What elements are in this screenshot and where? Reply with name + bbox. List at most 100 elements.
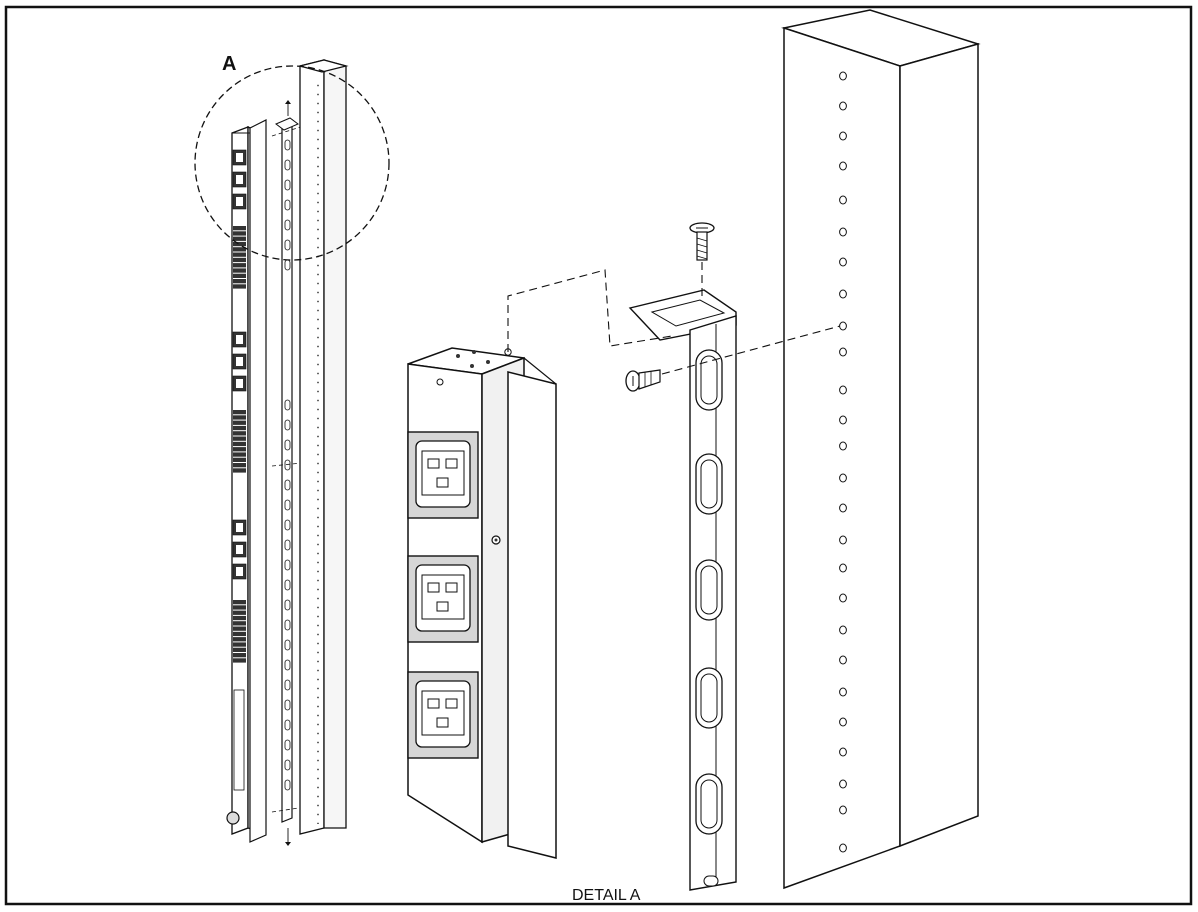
mini-outlet-icon bbox=[233, 236, 246, 241]
rack-hole-icon bbox=[839, 289, 847, 299]
rack-hole-icon bbox=[839, 503, 847, 513]
bracket-slot-icon bbox=[284, 479, 291, 491]
callout-label: A bbox=[222, 53, 236, 75]
bracket-slot-icon bbox=[284, 439, 291, 451]
mount-hole-icon bbox=[456, 354, 460, 358]
mini-outlet-icon bbox=[233, 447, 246, 452]
rack-hole-icon bbox=[839, 415, 847, 425]
mount-hole-icon bbox=[486, 360, 490, 364]
bracket-slot-icon bbox=[284, 139, 291, 151]
rack-hole-icon bbox=[839, 843, 847, 853]
bracket-slot-icon bbox=[284, 219, 291, 231]
bracket-slot-icon bbox=[284, 679, 291, 691]
power-inlet-icon bbox=[226, 811, 240, 825]
bracket-slot-icon bbox=[284, 499, 291, 511]
mini-outlet-icon bbox=[233, 605, 246, 610]
iec-outlet bbox=[407, 431, 479, 519]
rack-hole-icon bbox=[839, 71, 847, 81]
mini-outlet-icon bbox=[233, 415, 246, 420]
bracket-slot-icon bbox=[284, 779, 291, 791]
bracket-slot-icon bbox=[284, 639, 291, 651]
mini-outlet-icon bbox=[233, 263, 246, 268]
iec-outlet bbox=[407, 555, 479, 643]
rack-hole-icon bbox=[839, 593, 847, 603]
detail-assembly: DETAIL A bbox=[407, 9, 981, 904]
rack-hole-icon bbox=[839, 687, 847, 697]
rack-hole-icon bbox=[839, 805, 847, 815]
mounting-bracket-overview bbox=[271, 100, 313, 846]
detail-label: DETAIL A bbox=[572, 887, 641, 904]
bracket-slot-icon bbox=[284, 199, 291, 211]
bracket-slot-icon bbox=[284, 419, 291, 431]
mini-outlet-icon bbox=[233, 431, 246, 436]
detail-callout-circle bbox=[194, 65, 390, 261]
bracket-slot-icon bbox=[284, 739, 291, 751]
bracket-slot-icon bbox=[284, 239, 291, 251]
rack-hole-icon bbox=[839, 321, 847, 331]
mini-outlet-icon bbox=[233, 231, 246, 236]
mount-hole-icon bbox=[470, 364, 474, 368]
rack-post-detail bbox=[781, 9, 981, 890]
mount-hole-icon bbox=[472, 350, 476, 354]
rack-hole-icon bbox=[839, 347, 847, 357]
mini-outlet-icon bbox=[233, 647, 246, 652]
mini-outlet-icon bbox=[233, 626, 246, 631]
mini-outlet-icon bbox=[233, 257, 246, 263]
mini-outlet-icon bbox=[233, 241, 246, 247]
bracket-slot-icon bbox=[284, 179, 291, 191]
mini-outlet-icon bbox=[233, 425, 246, 431]
pdu-side-panel bbox=[507, 371, 557, 859]
bracket-slot-icon bbox=[284, 719, 291, 731]
bracket-slot-icon bbox=[284, 399, 291, 411]
rack-hole-icon bbox=[839, 779, 847, 789]
rack-post-holes bbox=[839, 71, 847, 853]
mini-outlet-icon bbox=[233, 457, 246, 462]
screw-vertical-icon bbox=[689, 222, 715, 261]
overview-assembly: A bbox=[194, 53, 390, 846]
rack-hole-icon bbox=[839, 747, 847, 757]
bracket-slot-icon bbox=[284, 619, 291, 631]
bracket-slot-icon bbox=[284, 599, 291, 611]
bracket-slot-icon bbox=[284, 539, 291, 551]
rack-hole-icon bbox=[839, 131, 847, 141]
mini-outlet-icon bbox=[233, 653, 246, 658]
bracket-slot-icon bbox=[284, 459, 291, 471]
mini-outlet-icon bbox=[233, 420, 246, 425]
back-plate bbox=[249, 119, 267, 843]
rack-hole-icon bbox=[839, 441, 847, 451]
mini-outlet-icon bbox=[233, 410, 246, 415]
rack-hole-icon bbox=[839, 535, 847, 545]
rack-post-side bbox=[899, 43, 979, 848]
bracket-slot-icon bbox=[284, 699, 291, 711]
mini-outlet-icon bbox=[233, 268, 246, 273]
assembly-guide-lines bbox=[507, 262, 841, 375]
bracket-slot-icon bbox=[284, 579, 291, 591]
bracket-slot-icon bbox=[284, 659, 291, 671]
bracket-slot-icon bbox=[284, 759, 291, 771]
rack-hole-icon bbox=[839, 655, 847, 665]
rack-hole-icon bbox=[839, 161, 847, 171]
bracket-slot-icon bbox=[284, 559, 291, 571]
rack-hole-icon bbox=[839, 257, 847, 267]
mini-outlet-icon bbox=[233, 631, 246, 637]
bracket-slots bbox=[695, 349, 723, 887]
mini-outlet-icon bbox=[233, 252, 246, 257]
bracket-slots-overview bbox=[284, 139, 291, 791]
rack-post-front bbox=[783, 26, 901, 890]
bracket-slot-icon bbox=[284, 259, 291, 271]
rack-hole-icon bbox=[839, 717, 847, 727]
diagram-frame bbox=[4, 5, 1193, 906]
bracket-slot-icon bbox=[284, 519, 291, 531]
mini-outlet-icon bbox=[233, 441, 246, 447]
rack-hole-icon bbox=[839, 101, 847, 111]
mini-outlets bbox=[232, 149, 247, 791]
mini-outlet-icon bbox=[233, 658, 246, 663]
mini-outlet-icon bbox=[233, 284, 246, 289]
mini-outlet-icon bbox=[233, 610, 246, 615]
rack-hole-icon bbox=[839, 227, 847, 237]
rack-hole-icon bbox=[839, 473, 847, 483]
mini-outlet-icon bbox=[233, 226, 246, 231]
rack-post-overview bbox=[297, 59, 349, 835]
